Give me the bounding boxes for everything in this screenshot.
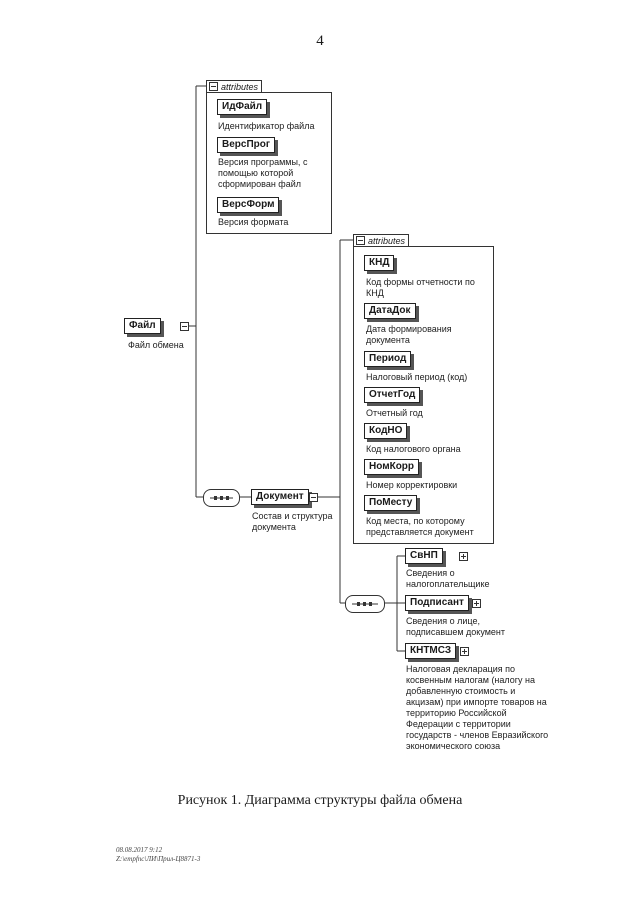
root-node-label: Файл (129, 320, 156, 331)
attribute-desc: Код формы отчетности по КНД (366, 277, 475, 298)
child-node-label: КНТМСЗ (410, 645, 452, 656)
attribute-desc: Код налогового органа (366, 444, 461, 454)
document-attributes-group: КНД Код формы отчетности по КНД ДатаДок … (353, 246, 494, 544)
sequence-glyph (352, 602, 378, 606)
attribute-node[interactable]: НомКорр (364, 459, 420, 475)
attribute-label: ДатаДок (369, 305, 411, 316)
document-node-desc: Состав и структура документа (252, 511, 333, 532)
collapse-icon[interactable] (180, 322, 189, 331)
file-attributes-group: ИдФайл Идентификатор файла ВерсПрог Верс… (206, 92, 332, 234)
sequence-icon[interactable] (203, 489, 240, 507)
attribute-desc: Дата формирования документа (366, 324, 452, 345)
sequence-icon[interactable] (345, 595, 385, 613)
collapse-icon[interactable] (309, 493, 318, 502)
expand-icon[interactable] (472, 599, 481, 608)
attribute-node[interactable]: ПоМесту (364, 495, 418, 511)
child-node-label: Подписант (410, 597, 464, 608)
attribute-desc: Версия формата (218, 217, 289, 227)
sequence-glyph (210, 496, 233, 500)
figure-caption: Рисунок 1. Диаграмма структуры файла обм… (177, 793, 463, 808)
document-node-label: Документ (256, 491, 304, 502)
attribute-desc: Номер корректировки (366, 480, 458, 490)
attributes-tab-label: attributes (221, 82, 259, 92)
footer-path: Z:\empfnc\ЛИ\Прил-Ц8871-3 (116, 855, 201, 863)
child-node-desc: Сведения о лице, подписавшем документ (406, 616, 506, 637)
attributes-tab-label: attributes (368, 236, 406, 246)
attribute-label: ИдФайл (222, 101, 263, 112)
attribute-label: Период (369, 353, 407, 364)
root-node[interactable]: Файл (124, 318, 161, 334)
footer-stamp: 08.08.2017 9:12 Z:\empfnc\ЛИ\Прил-Ц8871-… (116, 846, 200, 864)
attribute-label: ОтчетГод (369, 389, 416, 400)
attributes-tab[interactable]: attributes (206, 80, 263, 93)
attribute-node[interactable]: КНД (364, 255, 395, 271)
attribute-node[interactable]: Период (364, 351, 412, 367)
footer-date: 08.08.2017 9:12 (116, 846, 163, 854)
attribute-label: ПоМесту (369, 497, 413, 508)
attribute-node[interactable]: ДатаДок (364, 303, 416, 319)
page-number: 4 (316, 33, 324, 49)
attributes-tab[interactable]: attributes (353, 234, 410, 247)
attribute-desc: Идентификатор файла (218, 121, 315, 131)
expand-icon[interactable] (459, 552, 468, 561)
attribute-label: ВерсПрог (222, 139, 271, 150)
attribute-label: НомКорр (369, 461, 415, 472)
child-node[interactable]: КНТМСЗ (405, 643, 457, 659)
attribute-desc: Версия программы, с помощью которой сфор… (218, 157, 308, 189)
attribute-node[interactable]: ВерсПрог (217, 137, 276, 153)
collapse-icon[interactable] (356, 236, 365, 245)
attribute-desc: Отчетный год (366, 408, 423, 418)
attribute-desc: Налоговый период (код) (366, 372, 468, 382)
collapse-icon[interactable] (209, 82, 218, 91)
attribute-label: ВерсФорм (222, 199, 275, 210)
attribute-label: КодНО (369, 425, 403, 436)
attribute-label: КНД (369, 257, 390, 268)
document-node[interactable]: Документ (251, 489, 309, 505)
expand-icon[interactable] (460, 647, 469, 656)
child-node[interactable]: Подписант (405, 595, 469, 611)
child-node[interactable]: СвНП (405, 548, 443, 564)
root-node-desc: Файл обмена (128, 340, 184, 350)
child-node-label: СвНП (410, 550, 438, 561)
child-node-desc: Налоговая декларация по косвенным налога… (406, 664, 549, 751)
attribute-node[interactable]: ВерсФорм (217, 197, 280, 213)
attribute-node[interactable]: ОтчетГод (364, 387, 421, 403)
attribute-node[interactable]: КодНО (364, 423, 408, 439)
attribute-node[interactable]: ИдФайл (217, 99, 268, 115)
child-node-desc: Сведения о налогоплательщике (406, 568, 490, 589)
attribute-desc: Код места, по которому представляется до… (366, 516, 474, 537)
